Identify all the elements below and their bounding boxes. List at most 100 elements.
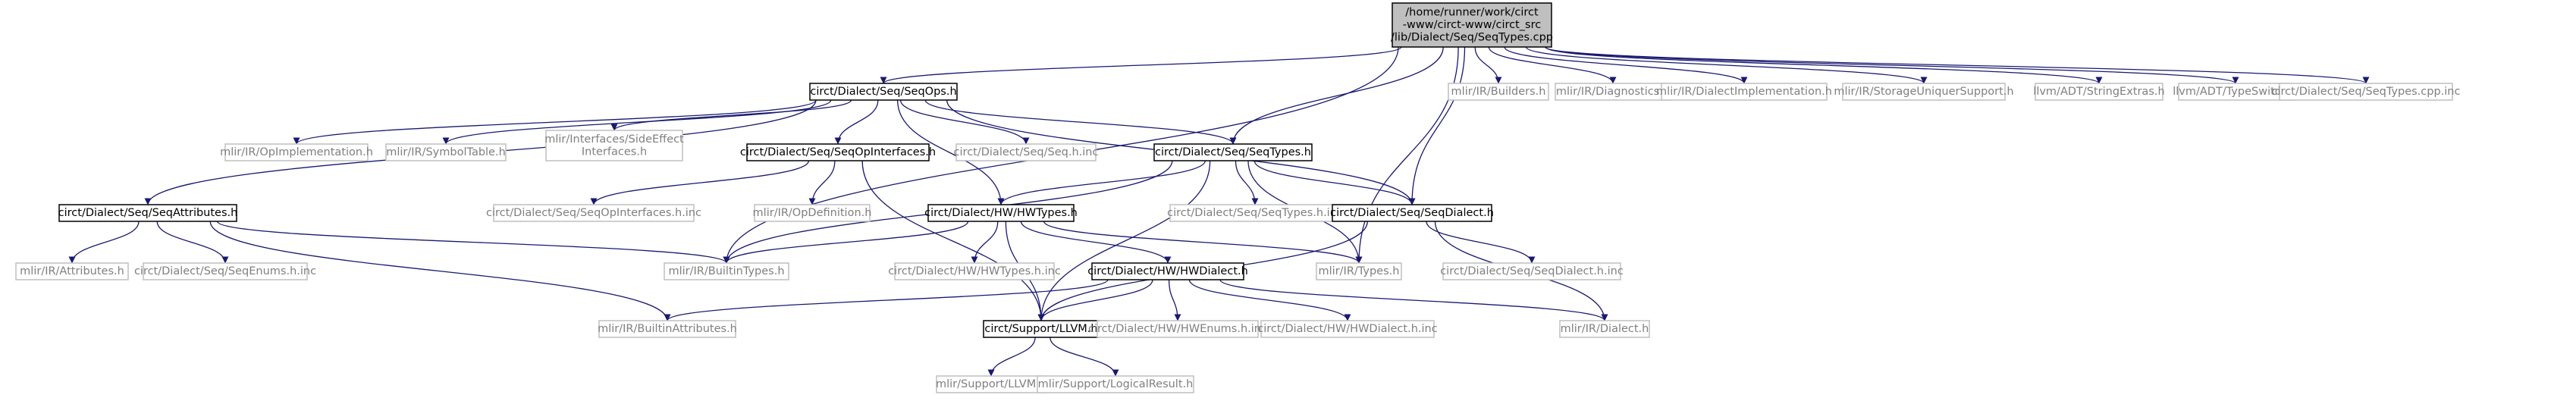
node-label: circt/Dialect/Seq/SeqOpInterfaces.h.inc bbox=[486, 207, 701, 219]
graph-node: circt/Dialect/Seq/SeqTypes.h.inc bbox=[1167, 204, 1343, 222]
node-box bbox=[1661, 83, 1828, 101]
graph-node: mlir/IR/Dialect.h bbox=[1559, 320, 1650, 338]
dependency-edge bbox=[1050, 337, 1119, 377]
dependency-edge bbox=[971, 221, 999, 264]
node-label: mlir/IR/BuiltinAttributes.h bbox=[598, 323, 737, 335]
node-box bbox=[2279, 83, 2453, 101]
node-box bbox=[1097, 320, 1259, 338]
dependency-edge bbox=[1188, 279, 1351, 321]
graph-node[interactable]: circt/Dialect/Seq/SeqOpInterfaces.h bbox=[740, 143, 936, 161]
graph-node: circt/Dialect/Seq/SeqTypes.cpp.inc bbox=[2272, 83, 2461, 101]
node-label: mlir/IR/SymbolTable.h bbox=[386, 146, 506, 158]
dependency-edge bbox=[997, 160, 1206, 205]
dependency-edge bbox=[1525, 46, 1928, 84]
node-box bbox=[955, 143, 1097, 161]
graph-node: circt/Dialect/Seq/Seq.h.inc bbox=[954, 143, 1098, 161]
graph-node[interactable]: circt/Dialect/HW/HWTypes.h bbox=[924, 204, 1078, 222]
graph-node: circt/Dialect/Seq/SeqEnums.h.inc bbox=[134, 262, 316, 280]
node-box bbox=[2035, 83, 2163, 101]
node-box bbox=[1448, 83, 1549, 101]
graph-node[interactable]: /home/runner/work/circt-www/circt-www/ci… bbox=[1391, 2, 1553, 48]
node-box bbox=[1842, 83, 2006, 101]
node-label: circt/Dialect/Seq/SeqOps.h bbox=[810, 86, 956, 98]
graph-node: circt/Dialect/HW/HWDialect.h.inc bbox=[1257, 320, 1438, 338]
node-label: circt/Dialect/HW/HWDialect.h bbox=[1087, 265, 1248, 277]
graph-node: mlir/IR/OpDefinition.h bbox=[753, 204, 871, 222]
node-label: -www/circt-www/circt_src bbox=[1403, 19, 1541, 31]
dependency-edge bbox=[216, 221, 730, 264]
dependency-edge bbox=[880, 46, 1402, 84]
graph-node[interactable]: circt/Dialect/Seq/SeqTypes.h bbox=[1153, 143, 1313, 161]
node-label: circt/Dialect/Seq/SeqTypes.h.inc bbox=[1167, 207, 1343, 219]
node-box bbox=[1442, 262, 1621, 280]
node-label: circt/Dialect/HW/HWTypes.h bbox=[924, 207, 1078, 219]
node-label: circt/Dialect/Seq/SeqTypes.h bbox=[1155, 146, 1311, 158]
dependency-edge bbox=[808, 160, 836, 205]
node-box bbox=[664, 262, 789, 280]
node-label: mlir/IR/BuiltinTypes.h bbox=[668, 265, 784, 277]
node-label: llvm/ADT/TypeSwitch.h bbox=[2173, 86, 2298, 98]
graph-node[interactable]: circt/Dialect/HW/HWDialect.h bbox=[1087, 262, 1248, 280]
dependency-edge bbox=[924, 99, 1237, 145]
dependency-edge bbox=[1219, 279, 1608, 321]
node-box bbox=[1037, 375, 1194, 393]
node-label: circt/Dialect/Seq/SeqTypes.cpp.inc bbox=[2272, 86, 2461, 98]
node-label: circt/Dialect/HW/HWEnums.h.inc bbox=[1088, 323, 1267, 335]
graph-node: mlir/IR/SymbolTable.h bbox=[385, 143, 507, 161]
dependency-edge bbox=[1020, 221, 1172, 264]
dependency-edge bbox=[1043, 221, 1363, 264]
dependency-edge bbox=[1168, 279, 1181, 321]
node-label: circt/Dialect/Seq/SeqDialect.h.inc bbox=[1440, 265, 1624, 277]
dependency-edge bbox=[1488, 46, 1617, 84]
node-box bbox=[1392, 2, 1552, 48]
graph-node: circt/Dialect/Seq/SeqDialect.h.inc bbox=[1440, 262, 1624, 280]
graph-node: mlir/IR/DialectImplementation.h bbox=[1656, 83, 1832, 101]
node-label: circt/Dialect/Seq/SeqAttributes.h bbox=[58, 207, 238, 219]
dependency-edge bbox=[1355, 46, 1459, 264]
graph-node: llvm/ADT/StringExtras.h bbox=[2033, 83, 2165, 101]
dependency-edge bbox=[1037, 279, 1153, 321]
dependency-edge bbox=[1474, 46, 1502, 84]
graph-node: mlir/IR/BuiltinTypes.h bbox=[664, 262, 789, 280]
node-box bbox=[224, 143, 369, 161]
dependency-edge bbox=[610, 99, 852, 131]
dependency-edge bbox=[1253, 160, 1416, 205]
node-label: circt/Support/LLVM.h bbox=[984, 323, 1097, 335]
node-label: circt/Dialect/Seq/SeqDialect.h bbox=[1330, 207, 1494, 219]
node-label: mlir/IR/Attributes.h bbox=[20, 265, 124, 277]
dependency-edge bbox=[664, 279, 1109, 321]
node-label: mlir/IR/OpImplementation.h bbox=[220, 146, 373, 158]
node-label: llvm/ADT/StringExtras.h bbox=[2033, 86, 2164, 98]
graph-node[interactable]: circt/Support/LLVM.h bbox=[983, 320, 1100, 338]
graph-node: mlir/IR/BuiltinAttributes.h bbox=[598, 320, 737, 338]
dependency-edge bbox=[987, 337, 1036, 377]
node-box bbox=[493, 204, 695, 222]
graph-node[interactable]: circt/Dialect/Seq/SeqOps.h bbox=[809, 83, 958, 101]
node-box bbox=[1153, 143, 1313, 161]
node-label: mlir/IR/Diagnostics.h bbox=[1556, 86, 1670, 98]
dependency-edge bbox=[68, 221, 140, 264]
dependency-edge bbox=[1545, 46, 2239, 84]
node-box bbox=[1332, 204, 1492, 222]
graph-node[interactable]: circt/Dialect/Seq/SeqAttributes.h bbox=[58, 204, 238, 222]
dependency-edge bbox=[899, 99, 1030, 145]
dependency-edge bbox=[1504, 46, 1748, 84]
dependency-edge bbox=[1037, 160, 1211, 321]
node-label: mlir/IR/Builders.h bbox=[1451, 86, 1546, 98]
graph-node[interactable]: circt/Dialect/Seq/SeqDialect.h bbox=[1330, 204, 1494, 222]
graph-node: mlir/IR/StorageUniquerSupport.h bbox=[1834, 83, 2014, 101]
node-box bbox=[894, 262, 1055, 280]
node-label: circt/Dialect/HW/HWDialect.h.inc bbox=[1257, 323, 1437, 335]
node-label: mlir/Support/LogicalResult.h bbox=[1038, 378, 1194, 390]
node-label: mlir/Interfaces/SideEffect bbox=[544, 133, 684, 146]
node-box bbox=[385, 143, 507, 161]
node-label: circt/Dialect/HW/HWTypes.h.inc bbox=[888, 265, 1061, 277]
graph-node: mlir/Support/LogicalResult.h bbox=[1037, 375, 1194, 393]
graph-node: circt/Dialect/Seq/SeqOpInterfaces.h.inc bbox=[486, 204, 701, 222]
dependency-edge bbox=[209, 221, 671, 321]
node-box bbox=[746, 143, 930, 161]
dependency-edge bbox=[590, 160, 810, 205]
dependency-edge bbox=[1408, 46, 1466, 205]
